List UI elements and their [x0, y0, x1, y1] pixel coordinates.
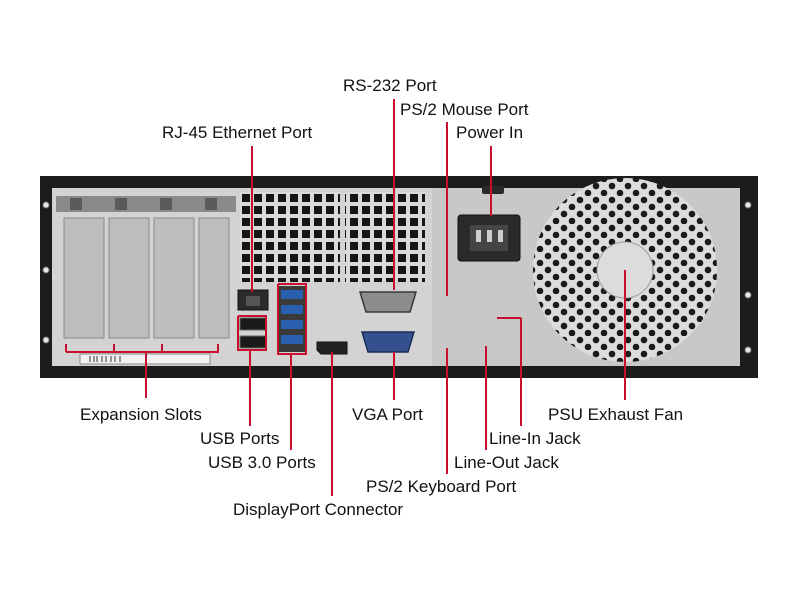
label-usb3: USB 3.0 Ports	[208, 453, 316, 472]
rs232-connector	[358, 291, 418, 313]
callout-expansion	[66, 344, 219, 353]
vent-grid-left	[240, 192, 340, 282]
label-power-in: Power In	[456, 123, 524, 142]
label-psu-fan: PSU Exhaust Fan	[548, 405, 684, 424]
usb-port-2	[239, 335, 267, 349]
usb3-port-4	[281, 335, 303, 344]
label-displayport: DisplayPort Connector	[233, 500, 404, 519]
label-ps2-keyboard: PS/2 Keyboard Port	[366, 477, 517, 496]
sticker-barcode	[89, 356, 121, 362]
label-ps2-mouse: PS/2 Mouse Port	[400, 100, 529, 119]
frame-screws	[42, 201, 752, 354]
vga-connector	[360, 331, 416, 353]
displayport-connector	[316, 341, 348, 355]
usb3-port-1	[281, 290, 303, 299]
usb3-port-3	[281, 320, 303, 329]
usb3-port-2	[281, 305, 303, 314]
expansion-slot-bay	[56, 196, 236, 339]
callout-usb3	[277, 283, 307, 355]
label-line-out: Line-Out Jack	[454, 453, 559, 472]
label-expansion-slots: Expansion Slots	[80, 405, 202, 424]
callout-lines	[65, 99, 626, 496]
label-rs232: RS-232 Port	[343, 76, 437, 95]
callout-usb	[237, 315, 267, 351]
usb-port-1	[239, 317, 267, 331]
psu-latch	[482, 186, 504, 194]
label-usb: USB Ports	[200, 429, 280, 448]
label-line-in: Line-In Jack	[489, 429, 581, 448]
label-rj45: RJ-45 Ethernet Port	[162, 123, 313, 142]
vent-grid-center	[345, 192, 425, 282]
label-vga: VGA Port	[352, 405, 423, 424]
